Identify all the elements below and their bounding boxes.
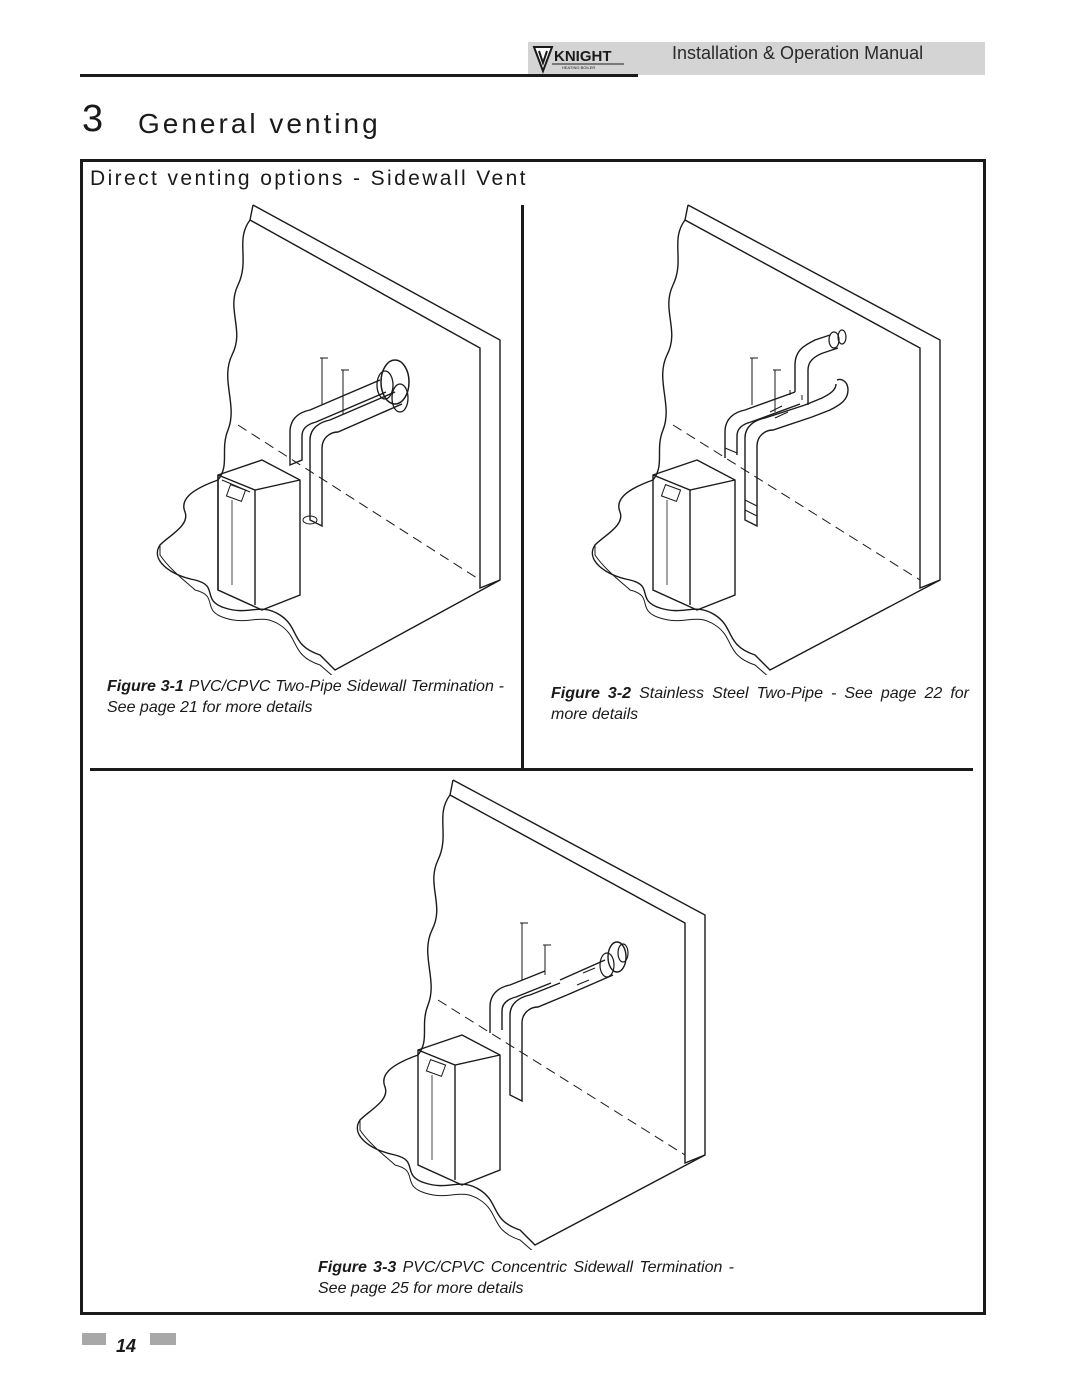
figure-frame [80,159,986,1315]
boiler-concentric-sidewall-illustration [355,775,720,1250]
horizontal-divider [90,768,973,771]
section-number: 3 [82,98,104,140]
boiler-stainless-two-pipe-illustration [590,200,950,675]
figure-caption-text: PVC/CPVC Two-Pipe Sidewall Termination -… [107,678,504,716]
knight-logo: KNIGHT HEATING BOILER [532,44,642,74]
logo-wordmark: KNIGHT [554,48,612,65]
figure-caption: Figure 3-3 PVC/CPVC Concentric Sidewall … [318,1257,734,1299]
page-number: 14 [116,1336,137,1356]
figure-label: Figure 3-1 [107,678,184,695]
manual-title: Installation & Operation Manual [672,43,924,63]
figure-label: Figure 3-3 [318,1259,397,1276]
logo-tagline: HEATING BOILER [562,65,595,70]
footer-bar-right [150,1333,176,1345]
subsection-title: Direct venting options - Sidewall Vent [90,167,528,190]
vertical-divider [521,205,524,770]
figure-caption-text: Stainless Steel Two-Pipe - See page 22 f… [551,685,969,723]
figure-caption: Figure 3-1 PVC/CPVC Two-Pipe Sidewall Te… [107,676,504,718]
boiler-two-pipe-sidewall-illustration [150,200,510,675]
footer-bar-left [82,1333,106,1345]
figure-caption-text: PVC/CPVC Concentric Sidewall Termination… [318,1259,734,1297]
header-band [528,42,985,75]
header-rule [80,74,638,77]
section-title: General venting [138,108,381,139]
figure-caption: Figure 3-2 Stainless Steel Two-Pipe - Se… [551,683,969,725]
figure-label: Figure 3-2 [551,685,632,702]
